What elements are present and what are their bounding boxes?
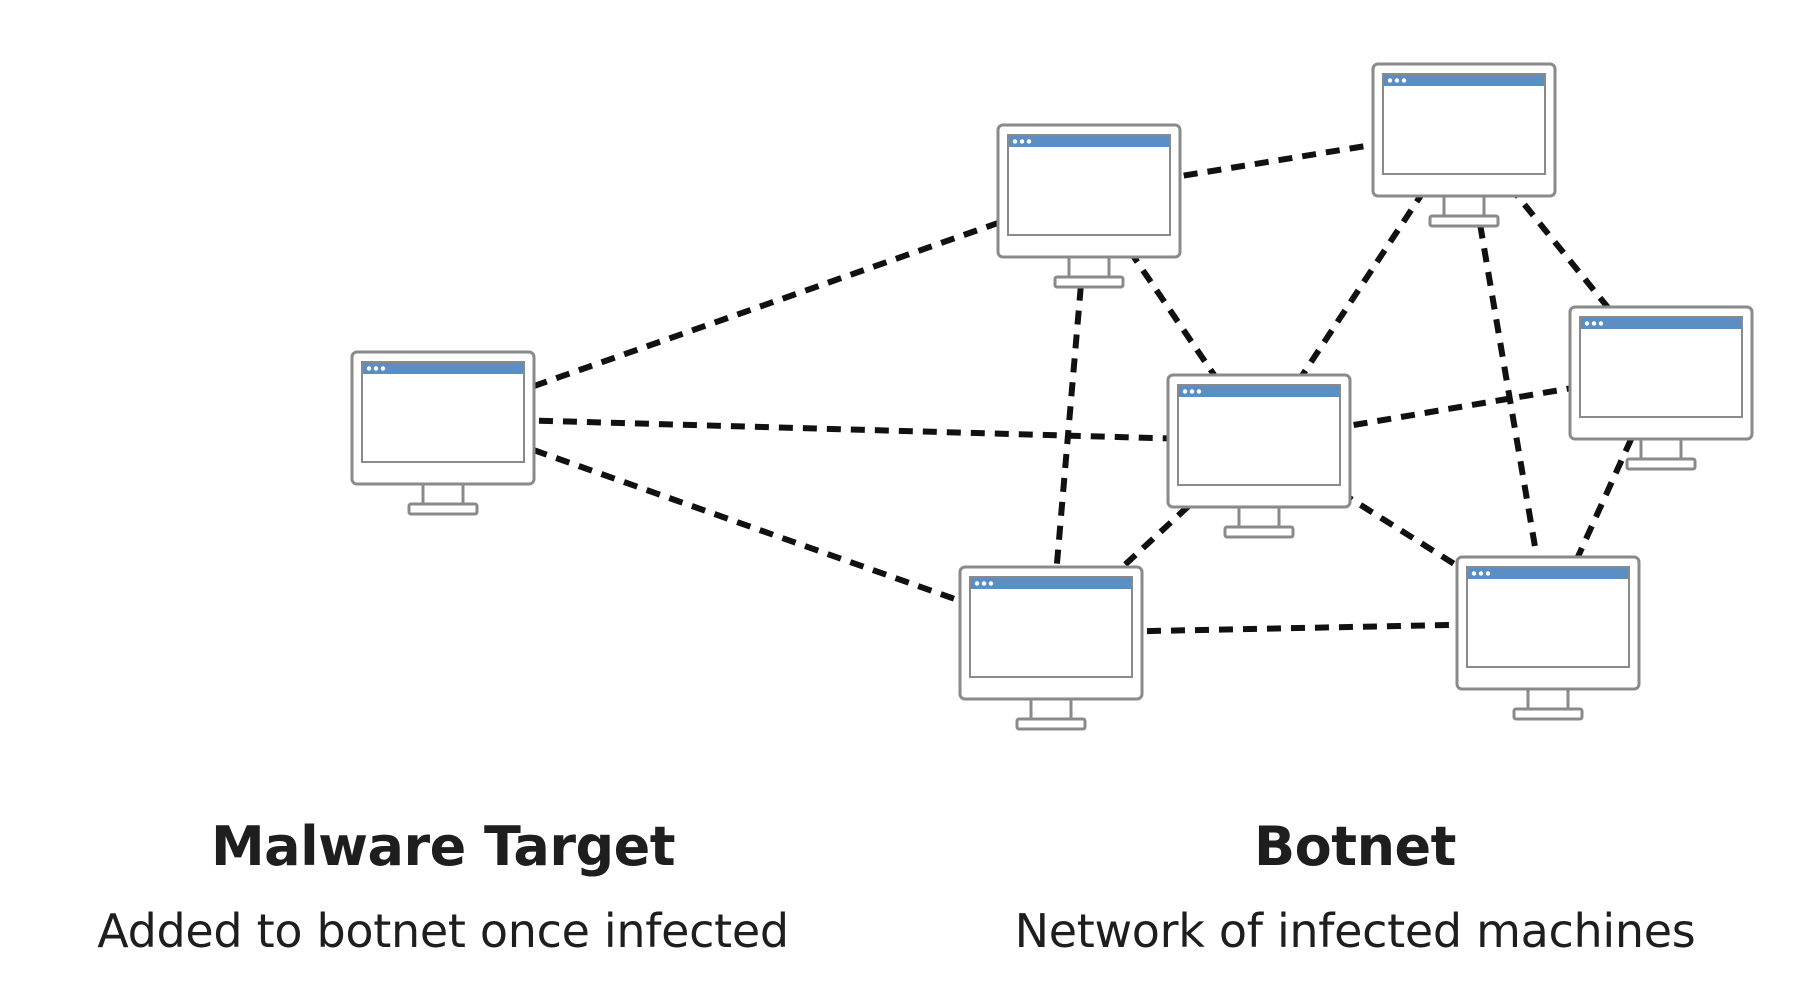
botnet-computer-center <box>1166 373 1352 539</box>
botnet-title: Botnet <box>1254 815 1456 878</box>
connection-line-target-bot1 <box>442 188 1090 421</box>
malware-target-computer <box>350 350 536 516</box>
computer-nodes <box>350 62 1754 731</box>
botnet-computer-top-right <box>1371 62 1557 228</box>
botnet-computer-right <box>1568 305 1754 471</box>
connection-line-target-bot5 <box>441 415 1053 636</box>
connection-line-target-bot3 <box>442 415 1260 444</box>
botnet-caption: Botnet Network of infected machines <box>950 812 1760 966</box>
malware-target-title: Malware Target <box>210 815 676 878</box>
malware-target-subtitle: Added to botnet once infected <box>97 904 789 958</box>
botnet-computer-bottom-center <box>958 565 1144 731</box>
botnet-subtitle: Network of infected machines <box>1014 904 1696 958</box>
botnet-computer-top-center <box>996 123 1182 289</box>
malware-target-caption: Malware Target Added to botnet once infe… <box>0 812 886 966</box>
botnet-computer-bottom-right <box>1455 555 1641 721</box>
